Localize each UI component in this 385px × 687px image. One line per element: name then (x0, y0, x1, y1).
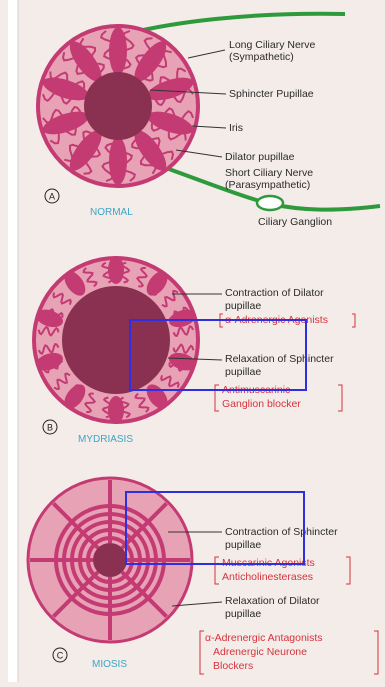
panel-c-letter: C (57, 651, 64, 661)
pupil-b-dilated (62, 286, 170, 394)
label-long-ciliary-nerve: Long Ciliary Nerve (229, 39, 316, 51)
label-contraction-dilator: Contraction of Dilator (225, 287, 324, 299)
label-adrenergic-neurone: Adrenergic Neurone (213, 646, 307, 658)
label-short-ciliary-nerve: Short Ciliary Nerve (225, 167, 313, 179)
label-contraction-dilator-2: pupillae (225, 300, 261, 312)
panel-a-letter: A (49, 192, 55, 202)
label-sphincter-pupillae: Sphincter Pupillae (229, 88, 314, 100)
label-sympathetic: (Sympathetic) (229, 51, 294, 63)
label-contraction-sphincter: Contraction of Sphincter (225, 526, 338, 538)
label-relaxation-dilator-2: pupillae (225, 608, 261, 620)
panel-a-title: NORMAL (90, 207, 133, 218)
label-parasympathetic: (Parasympathetic) (225, 179, 310, 191)
panel-c-title: MIOSIS (92, 659, 127, 670)
pupil-a (84, 72, 152, 140)
pupil-c-constricted (93, 543, 127, 577)
label-relaxation-sphincter: Relaxation of Sphincter (225, 353, 334, 365)
label-relaxation-dilator: Relaxation of Dilator (225, 595, 320, 607)
ciliary-ganglion-icon (257, 196, 283, 210)
dilator-fiber (108, 256, 124, 284)
left-margin-strip (8, 0, 18, 682)
dilator-fiber (108, 396, 124, 424)
label-iris: Iris (229, 122, 243, 134)
label-dilator-pupillae: Dilator pupillae (225, 151, 295, 163)
label-anticholinesterases: Anticholinesterases (222, 571, 313, 583)
panel-b-title: MYDRIASIS (78, 434, 133, 445)
panel-b-letter: B (47, 423, 53, 433)
label-blockers: Blockers (213, 660, 253, 672)
label-ciliary-ganglion: Ciliary Ganglion (258, 216, 332, 228)
label-relaxation-sphincter-2: pupillae (225, 366, 261, 378)
label-ganglion-blocker: Ganglion blocker (222, 398, 301, 410)
label-alpha-antagonists: α-Adrenergic Antagonists (205, 632, 323, 644)
label-contraction-sphincter-2: pupillae (225, 539, 261, 551)
